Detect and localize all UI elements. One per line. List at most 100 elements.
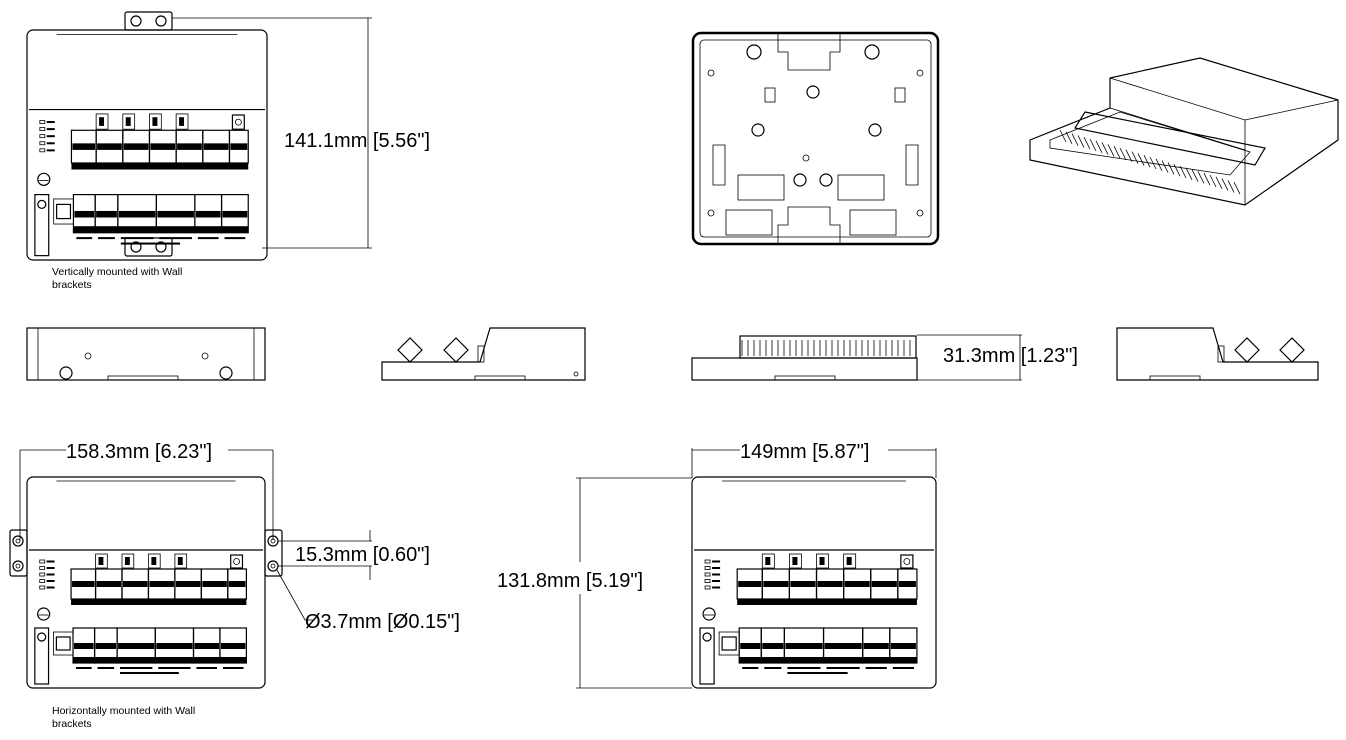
terminal-screws [95,643,117,649]
terminal-pins [71,599,247,605]
terminal-label [197,237,219,240]
bracket-right [264,529,283,577]
terminal-screws [96,581,122,587]
terminal-pins [739,657,917,663]
terminal-screw [1143,155,1151,168]
terminal-label [196,667,218,669]
ethernet-port [721,636,737,651]
terminal-screw [1155,158,1163,171]
terminal-label [865,667,887,669]
terminal-screws [195,210,221,218]
terminal-screw [1149,156,1157,170]
led-indicator [39,120,46,124]
terminal-label [97,667,115,669]
ethernet-port [56,203,72,220]
terminal-screw [1131,151,1139,164]
dip-switch-lever [179,117,185,126]
reset-button [231,114,245,130]
terminal-screws [871,581,897,587]
caption: Vertically mounted with Wall [52,266,182,278]
terminal-screw [1125,149,1133,162]
dip-switch [95,553,108,569]
terminal-label [764,667,782,669]
dip-switch-lever [177,557,183,565]
terminal-screws [228,581,246,587]
dip-switch-lever [151,557,157,565]
ground-icon [37,607,51,621]
terminal-screws [220,643,246,649]
side-view-end-mirrored [1116,327,1319,381]
reset-button [230,554,244,569]
led-indicator [39,134,46,139]
terminal-screws [122,581,148,587]
dip-switch [122,113,136,130]
terminal-screws [763,581,789,587]
terminal-screws [150,143,176,150]
reset-button-circle [903,558,911,565]
terminal-screws [74,210,95,218]
terminal-screws [762,643,784,649]
dip-switch-lever [765,557,771,565]
terminal-label [742,667,759,669]
dimension-label: Ø3.7mm [Ø0.15"] [305,611,460,633]
led-indicator [39,585,46,590]
terminal-screw [1161,160,1169,173]
terminal-screws [790,581,816,587]
power-jack-housing [34,193,50,257]
enclosure-outline [26,476,266,689]
led-label [46,560,55,563]
terminal-screw [1191,169,1199,182]
led-indicator [704,566,711,570]
side-view-terminals [691,335,918,381]
dip-switch [175,113,189,130]
terminal-screw [1095,140,1103,153]
terminal-screws [72,581,95,587]
caption: brackets [52,279,92,291]
led-label [46,135,55,138]
terminal-screws [785,643,823,649]
terminal-screw [1065,131,1073,144]
power-jack [37,199,47,210]
led-label [46,121,55,124]
led-indicator [704,585,711,590]
terminal-pins [73,226,249,233]
power-jack-housing [699,627,715,685]
reset-button [900,554,914,569]
terminal-screws [97,143,122,150]
terminal-screws [740,643,761,649]
led-label [712,560,721,563]
dip-switch [843,553,857,569]
caption: brackets [52,718,92,730]
height-dimension-131mm: 131.8mm [5.19"] [497,477,692,689]
terminal-label [222,667,244,669]
led-label [712,573,721,576]
led-label [46,567,55,569]
terminal-screws [203,143,229,150]
hole-diameter-leader: Ø3.7mm [Ø0.15"] [276,569,460,633]
power-jack-housing [34,627,50,685]
dip-switch-lever [152,117,158,126]
terminal-screws [844,581,870,587]
led-indicator [39,572,46,577]
terminal-pins [737,599,917,605]
terminal-screw [1233,182,1241,195]
dimension-label: 149mm [5.87"] [740,441,869,463]
caption: Horizontally mounted with Wall [52,705,195,717]
terminal-screw [1167,162,1175,175]
side-view-left-bracket [26,327,266,381]
led-label [46,573,55,576]
led-indicator [39,579,46,583]
terminal-label [159,237,192,240]
enclosure-outline [691,476,937,689]
height-dimension-141mm: 141.1mm [5.56"] [172,17,430,249]
terminal-screws [898,581,916,587]
dimension-label: 158.3mm [6.23"] [66,441,212,463]
terminal-screws [149,581,174,587]
terminal-screw [1071,133,1079,146]
dimension-label: 31.3mm [1.23"] [943,345,1078,367]
dip-switch-lever [99,117,105,126]
terminal-screw [1203,173,1211,186]
led-label [46,580,55,582]
dip-switch-lever [846,557,852,565]
ground-icon [37,172,51,186]
